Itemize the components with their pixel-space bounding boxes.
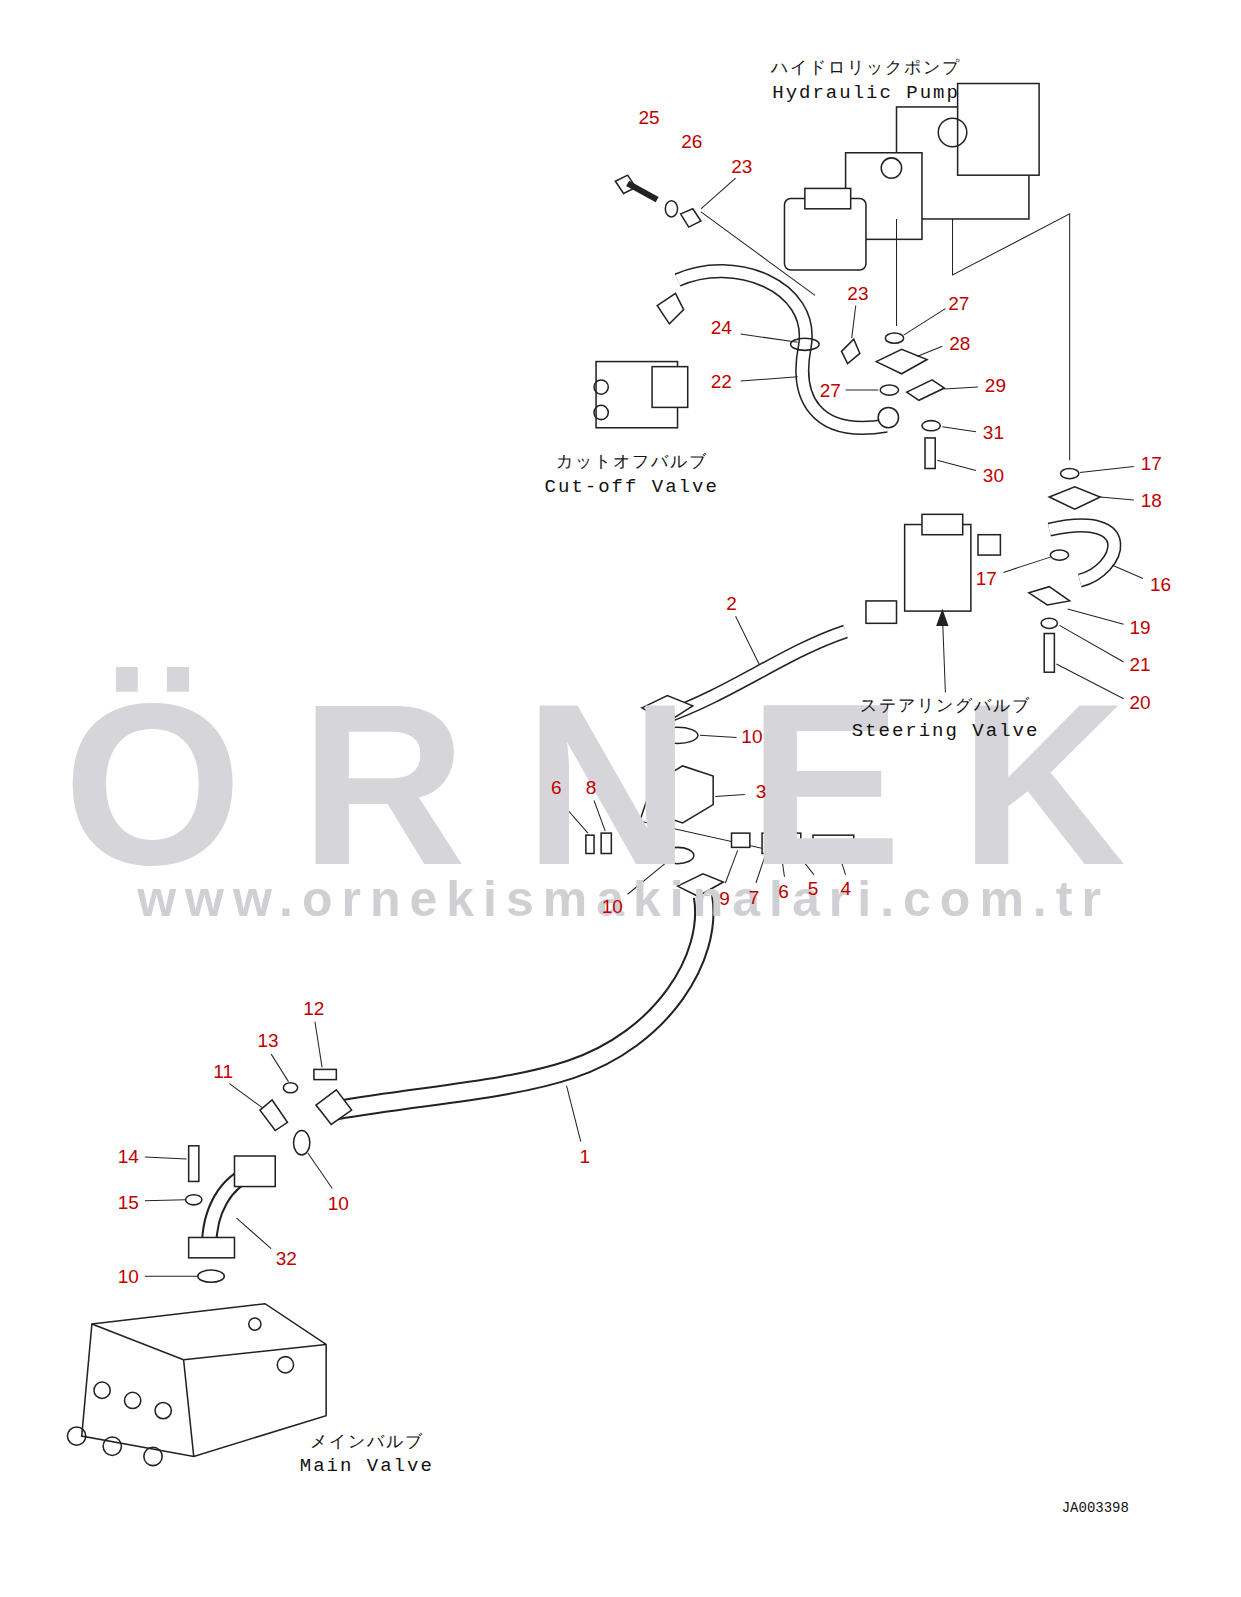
english-label: Hydraulic Pump (772, 83, 960, 102)
english-label: Steering Valve (852, 721, 1040, 740)
figure-number: JA003398 (1062, 1501, 1129, 1515)
watermark-url: www.ornekismakinalari.com.tr (137, 874, 1110, 924)
callout-number: 23 (731, 157, 752, 176)
callout-number: 26 (681, 131, 702, 150)
callout-number: 31 (983, 423, 1004, 442)
callout-number: 29 (985, 376, 1006, 395)
callout-number: 32 (276, 1249, 297, 1268)
callout-number: 10 (118, 1266, 139, 1285)
english-label: Main Valve (300, 1457, 434, 1476)
callout-number: 17 (1141, 453, 1162, 472)
steering-valve (866, 514, 1000, 692)
callout-number: 11 (213, 1061, 233, 1080)
callout-number: 21 (1130, 655, 1151, 674)
japanese-label: メインバルブ (310, 1432, 424, 1449)
callout-number: 5 (808, 879, 819, 898)
cut-off-valve (594, 362, 688, 428)
callout-number: 3 (756, 781, 767, 800)
main-valve (67, 1304, 326, 1466)
hose (1029, 469, 1114, 673)
callout-number: 14 (118, 1147, 139, 1166)
english-label: Cut-off Valve (545, 478, 719, 497)
hose (657, 271, 898, 428)
callout-number: 23 (847, 284, 868, 303)
callout-number: 15 (118, 1193, 139, 1212)
callout-number: 8 (586, 777, 597, 796)
callout-number: 6 (551, 777, 562, 796)
callout-number: 10 (741, 726, 762, 745)
hydraulic-pump (784, 84, 1069, 461)
callout-number: 18 (1141, 491, 1162, 510)
callout-number: 1 (580, 1147, 591, 1166)
callout-number: 20 (1130, 693, 1151, 712)
callout-number: 10 (602, 896, 623, 915)
callout-number: 9 (719, 888, 730, 907)
callout-number: 19 (1130, 617, 1151, 636)
pipe (186, 1146, 276, 1282)
callout-number: 16 (1150, 574, 1171, 593)
japanese-label: カットオフバルブ (556, 452, 708, 469)
callout-number: 25 (638, 108, 659, 127)
callout-number: 6 (778, 881, 789, 900)
callout-number: 12 (303, 998, 324, 1017)
callout-number: 22 (711, 372, 732, 391)
japanese-label: ハイドロリックポンプ (771, 59, 961, 76)
callout-number: 28 (949, 334, 970, 353)
callout-number: 30 (983, 465, 1004, 484)
callout-number: 27 (948, 293, 969, 312)
flange-parts (876, 333, 944, 468)
callout-number: 13 (257, 1031, 278, 1050)
callout-number: 10 (328, 1194, 349, 1213)
callout-number: 4 (840, 879, 851, 898)
callout-number: 17 (976, 568, 997, 587)
callout-number: 24 (711, 318, 732, 337)
japanese-label: ステアリングバルブ (860, 697, 1031, 714)
callout-number: 2 (726, 594, 737, 613)
callout-number: 27 (820, 381, 841, 400)
callout-number: 7 (749, 887, 760, 906)
